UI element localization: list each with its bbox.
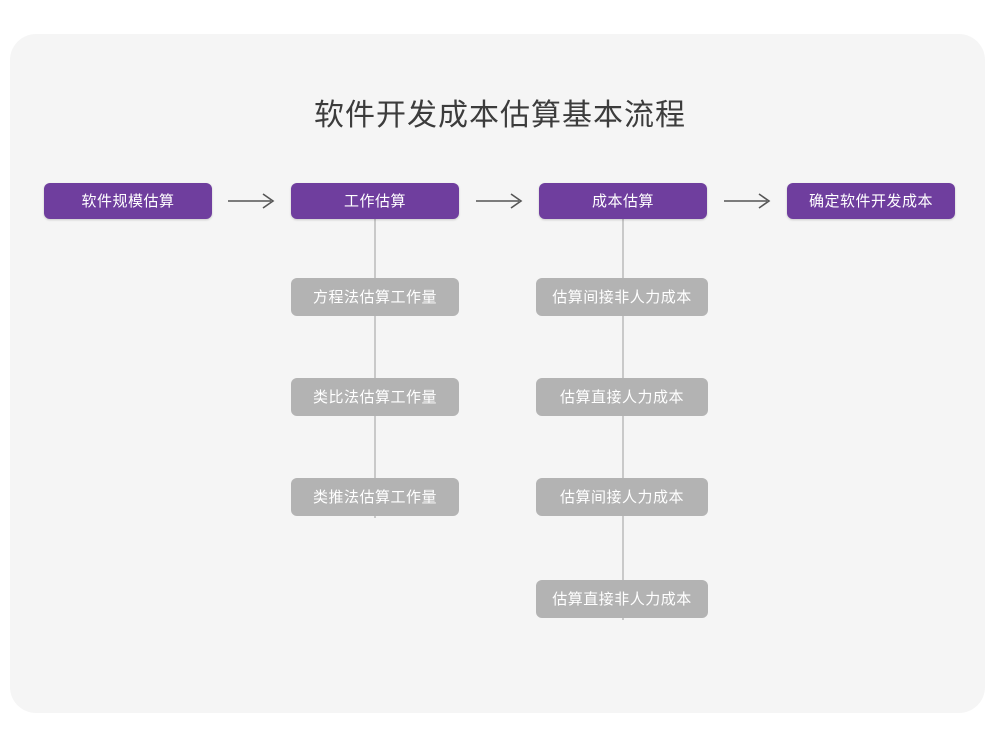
right-arrow-icon-3 [724, 190, 774, 212]
branch1-item-2[interactable]: 类比法估算工作量 [291, 378, 459, 416]
connector-line-branch2 [622, 218, 624, 620]
branch2-item-4[interactable]: 估算直接非人力成本 [536, 580, 708, 618]
right-arrow-icon-2 [476, 190, 526, 212]
flow-node-step4[interactable]: 确定软件开发成本 [787, 183, 955, 219]
branch2-item-3-label: 估算间接人力成本 [559, 488, 684, 506]
flow-node-step3-label: 成本估算 [591, 192, 654, 210]
branch1-item-3[interactable]: 类推法估算工作量 [291, 478, 459, 516]
branch1-item-1[interactable]: 方程法估算工作量 [291, 278, 459, 316]
branch2-item-2-label: 估算直接人力成本 [559, 388, 684, 406]
flow-node-step3[interactable]: 成本估算 [539, 183, 707, 219]
branch2-item-1-label: 估算间接非人力成本 [552, 288, 692, 306]
branch2-item-4-label: 估算直接非人力成本 [552, 590, 692, 608]
flow-node-step2[interactable]: 工作估算 [291, 183, 459, 219]
branch2-item-1[interactable]: 估算间接非人力成本 [536, 278, 708, 316]
branch2-item-3[interactable]: 估算间接人力成本 [536, 478, 708, 516]
flow-node-step1-label: 软件规模估算 [81, 192, 175, 210]
branch1-item-1-label: 方程法估算工作量 [312, 288, 437, 306]
branch2-item-2[interactable]: 估算直接人力成本 [536, 378, 708, 416]
flow-node-step1[interactable]: 软件规模估算 [44, 183, 212, 219]
flow-node-step4-label: 确定软件开发成本 [808, 192, 933, 210]
diagram-card [10, 34, 985, 713]
connector-line-branch1 [374, 218, 376, 518]
flow-node-step2-label: 工作估算 [343, 192, 406, 210]
branch1-item-3-label: 类推法估算工作量 [312, 488, 437, 506]
branch1-item-2-label: 类比法估算工作量 [312, 388, 437, 406]
page-title: 软件开发成本估算基本流程 [314, 99, 686, 132]
right-arrow-icon-1 [228, 190, 278, 212]
